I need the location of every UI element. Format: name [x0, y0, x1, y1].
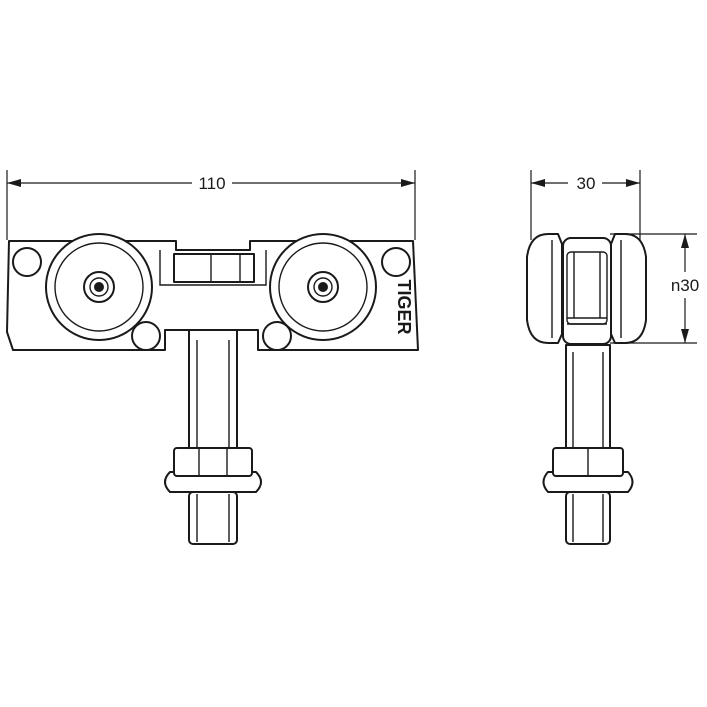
side-wheel-left — [526, 233, 563, 344]
side-wheel-right — [610, 233, 647, 344]
dimension-wheel-diameter: n30 — [610, 233, 699, 344]
channel-nut — [173, 253, 255, 283]
dimension-label-diameter: n30 — [671, 276, 699, 295]
side-bolt-assembly — [542, 344, 634, 545]
side-threaded-end — [565, 491, 611, 545]
threaded-end — [188, 491, 238, 545]
boss-bottom-right — [262, 321, 292, 351]
front-view: 110 — [6, 170, 419, 545]
wheel-left — [45, 233, 153, 341]
boss-top-right — [381, 247, 411, 277]
dimension-depth: 30 — [530, 170, 641, 240]
wheel-right — [269, 233, 377, 341]
side-view: 30 n30 — [526, 170, 699, 545]
hex-nut — [173, 447, 253, 477]
dimension-label-width: 110 — [198, 174, 225, 193]
boss-bottom-left — [131, 321, 161, 351]
boss-top-left — [12, 247, 42, 277]
brand-logo-text: TIGER — [394, 279, 414, 334]
side-hub — [562, 237, 612, 345]
dimension-label-depth: 30 — [577, 174, 596, 193]
bolt-assembly — [164, 299, 262, 545]
dimension-overall-width: 110 — [6, 170, 416, 240]
